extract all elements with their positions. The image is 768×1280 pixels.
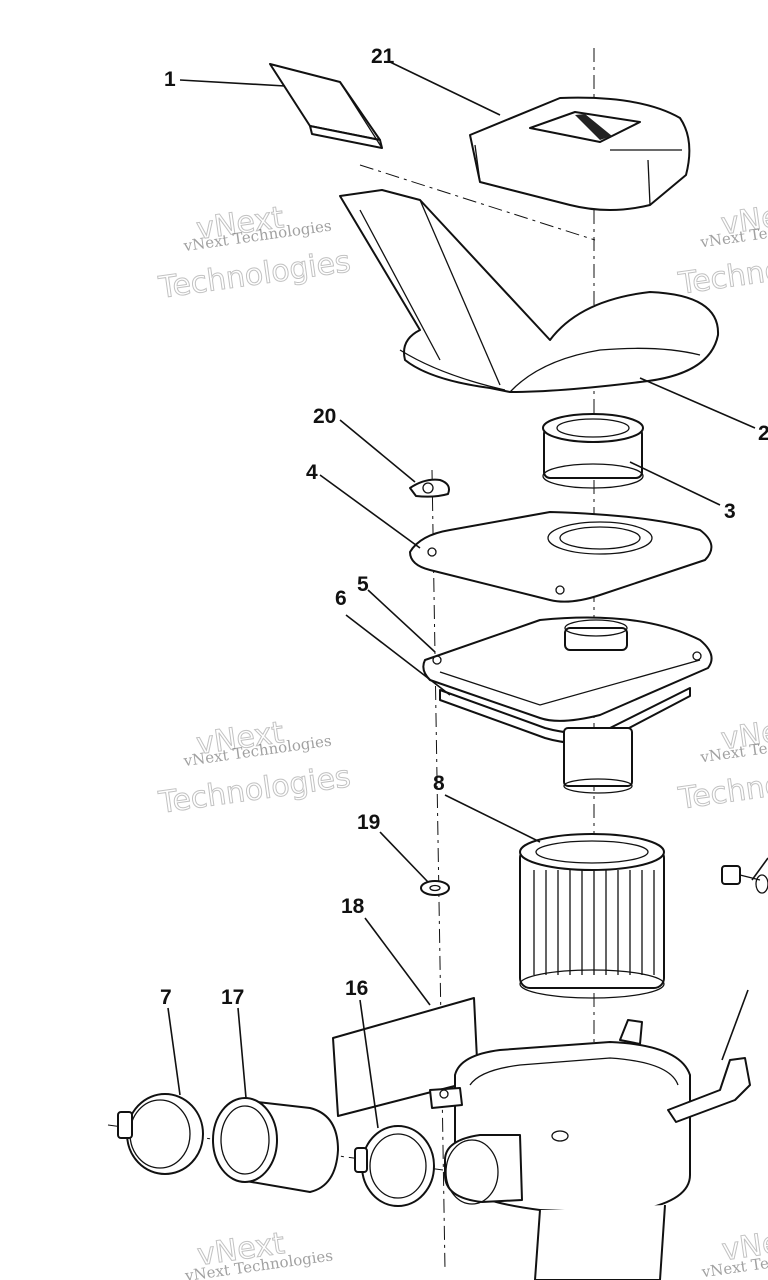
part-2-cover [339, 189, 720, 393]
part-16-clamp [354, 1125, 435, 1207]
watermark-top-right: vNext vNext Technologies Technologies [675, 195, 768, 302]
part-17-boot [212, 1097, 339, 1193]
callout-20: 20 [313, 405, 336, 428]
part-5-outlet-tube [563, 727, 633, 794]
leader-lines [167, 61, 768, 1129]
callout-19: 19 [357, 811, 380, 834]
callout-8: 8 [433, 772, 445, 795]
callout-17: 17 [221, 986, 244, 1009]
part-4-plate [409, 511, 713, 603]
callout-4: 4 [306, 461, 318, 484]
callout-16: 16 [345, 977, 368, 1000]
callout-3: 3 [724, 500, 736, 523]
callout-2: 2 [758, 422, 768, 445]
callout-6: 6 [335, 587, 347, 610]
watermark-bottom-left: vNext vNext Technologies [183, 1226, 334, 1280]
callout-21: 21 [371, 45, 395, 68]
callout-18: 18 [341, 895, 365, 918]
callout-7: 7 [160, 986, 172, 1009]
air-box-housing [429, 1019, 751, 1280]
part-20-wing-nut [409, 478, 450, 498]
part-3-coupler [542, 413, 644, 489]
watermark-mid-left: vNext vNext Technologies Technologies [156, 715, 354, 822]
part-8-filter [519, 833, 665, 999]
callout-1: 1 [164, 68, 176, 91]
svg-text:Technologies: Technologies [676, 240, 768, 302]
bolt [721, 865, 768, 894]
watermark-top-left: vNext vNext Technologies Technologies [156, 200, 354, 307]
watermark-mid-right: vNext vNext Technologies Technologies [675, 710, 768, 817]
secondary-axis [431, 469, 446, 1271]
part-7-clamp [117, 1093, 204, 1175]
svg-text:Technologies: Technologies [676, 755, 768, 817]
part-1-pad [269, 63, 383, 149]
callout-5: 5 [357, 573, 369, 596]
watermark-bottom-right: vNext vNext Technologies [700, 1221, 768, 1280]
part-21-foam-block [469, 96, 691, 211]
part-19-washer [420, 880, 450, 896]
part-5-base [422, 616, 713, 722]
